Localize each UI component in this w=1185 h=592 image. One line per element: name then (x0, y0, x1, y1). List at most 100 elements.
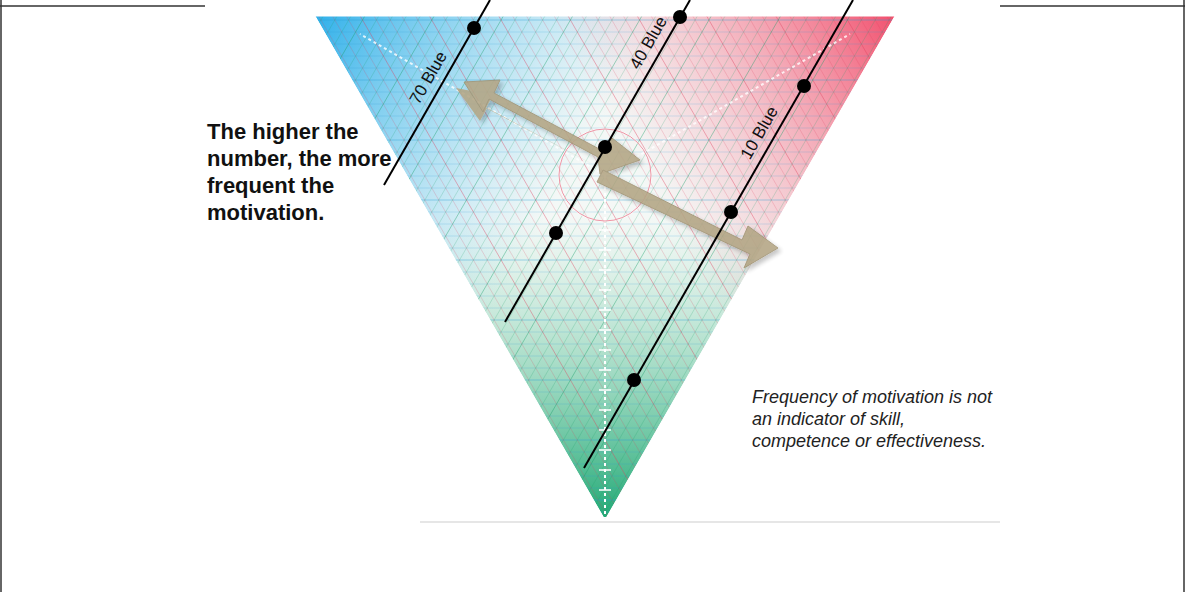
grid-line (37, 0, 737, 592)
grid-line (0, 416, 1185, 417)
grid-line (0, 536, 1185, 537)
grid-line (182, 0, 882, 592)
grid-line (0, 260, 1185, 261)
grid-line (598, 0, 1185, 592)
grid-line (0, 0, 685, 592)
grid-line (16, 0, 716, 592)
grid-line (463, 0, 1163, 592)
grid-line (432, 0, 1132, 592)
grid-line (317, 0, 1017, 592)
grid-line (473, 0, 1173, 592)
grid-line (712, 0, 1185, 542)
scale-tick (599, 449, 611, 451)
grid-line (515, 0, 1185, 592)
grid-line (328, 0, 1028, 592)
grid-line (0, 0, 674, 592)
grid-line (99, 0, 799, 592)
grid-line (0, 0, 674, 592)
grid-line (328, 0, 1028, 592)
grid-line (0, 524, 1185, 525)
grid-line (0, 392, 1185, 393)
grid-line (110, 0, 810, 592)
grid-line (0, 188, 1185, 189)
grid-line (764, 0, 1185, 592)
grid-line (754, 0, 1185, 592)
grid-line (0, 224, 1185, 225)
grid-line (775, 0, 1185, 592)
grid-line (411, 0, 1111, 592)
grid-line (411, 0, 1111, 592)
grid-line (317, 0, 1017, 592)
grid-line (432, 0, 1132, 592)
grid-line (556, 0, 1185, 592)
grid-line (141, 0, 841, 592)
grid-line (0, 272, 1185, 273)
grid-line (0, 68, 1185, 69)
level-dot (549, 226, 563, 240)
grid-line (0, 0, 519, 554)
grid-line (0, 308, 1185, 309)
grid-line (692, 0, 1185, 554)
scale-tick (599, 369, 611, 371)
grid-line (421, 0, 1121, 592)
grid-line (0, 164, 1185, 165)
grid-line (349, 0, 1049, 592)
grid-line (0, 0, 602, 592)
grid-line (359, 0, 1059, 592)
grid-line (0, 356, 1185, 357)
grid-line (234, 0, 934, 592)
level-dot (724, 205, 738, 219)
grid-line (68, 0, 768, 592)
grid-line (0, 284, 1185, 285)
grid-line (0, 0, 519, 592)
grid-line (0, 0, 456, 592)
grid-line (0, 116, 1185, 117)
grid-line (276, 0, 976, 592)
grid-line (577, 0, 1185, 592)
scale-tick (599, 229, 611, 231)
grid-line (0, 0, 508, 592)
grid-line (0, 0, 487, 536)
grid-line (307, 0, 1007, 592)
grid-line (473, 0, 1173, 592)
grid-line (743, 0, 1185, 592)
grid-line (224, 0, 924, 592)
grid-line (421, 0, 1121, 592)
grid-line (650, 0, 1185, 578)
grid-line (0, 56, 1185, 57)
grid-line (0, 8, 1185, 9)
grid-line (401, 0, 1101, 592)
scale-tick (599, 409, 611, 411)
grid-line (0, 0, 591, 592)
grid-line (6, 0, 706, 592)
level-dot (598, 140, 612, 154)
grid-line (0, 92, 1185, 93)
grid-line (265, 0, 965, 592)
grid-line (141, 0, 841, 592)
grid-line (110, 0, 810, 592)
grid-line (0, 548, 1185, 549)
scale-tick (599, 469, 611, 471)
grid-line (775, 0, 1185, 506)
grid-line (0, 44, 1185, 45)
grid-line (0, 248, 1185, 249)
grid-line (37, 0, 737, 592)
grid-line (712, 0, 1185, 592)
grid-line (0, 560, 1185, 561)
grid-line (556, 0, 1185, 592)
frame-line (0, 0, 2, 592)
grid-line (151, 0, 851, 592)
grid-line (692, 0, 1185, 592)
grid-line (224, 0, 924, 592)
grid-line (681, 0, 1185, 560)
grid-line (494, 0, 1185, 592)
grid-line (629, 0, 1185, 590)
grid-line (0, 0, 602, 592)
grid-line (619, 0, 1185, 592)
grid-line (78, 0, 778, 592)
grid-line (58, 0, 758, 592)
grid-line (0, 0, 435, 592)
grid-line (0, 236, 1185, 237)
grid-line (0, 0, 529, 592)
